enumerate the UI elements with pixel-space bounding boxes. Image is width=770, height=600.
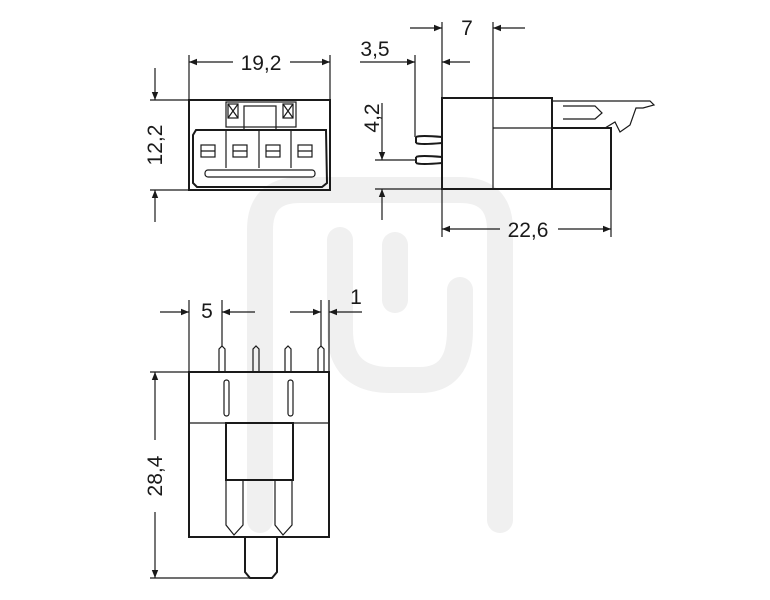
dim-width-19-2: 19,2 bbox=[241, 52, 282, 75]
front-view: 19,2 12,2 bbox=[144, 52, 331, 222]
dim-4-2: 4,2 bbox=[361, 103, 384, 132]
dim-pitch-5: 5 bbox=[201, 300, 213, 323]
dim-pin-1: 1 bbox=[350, 286, 362, 309]
dim-height-12-2: 12,2 bbox=[144, 125, 167, 166]
dim-3-5: 3,5 bbox=[360, 38, 389, 61]
dim-22-6: 22,6 bbox=[508, 219, 549, 242]
dim-height-28-4: 28,4 bbox=[144, 455, 167, 496]
side-view: 3,5 7 4,2 22,6 bbox=[360, 17, 656, 242]
bottom-view: 5 1 28,4 bbox=[144, 286, 362, 579]
watermark-logo bbox=[247, 177, 513, 533]
dim-7: 7 bbox=[461, 17, 473, 40]
